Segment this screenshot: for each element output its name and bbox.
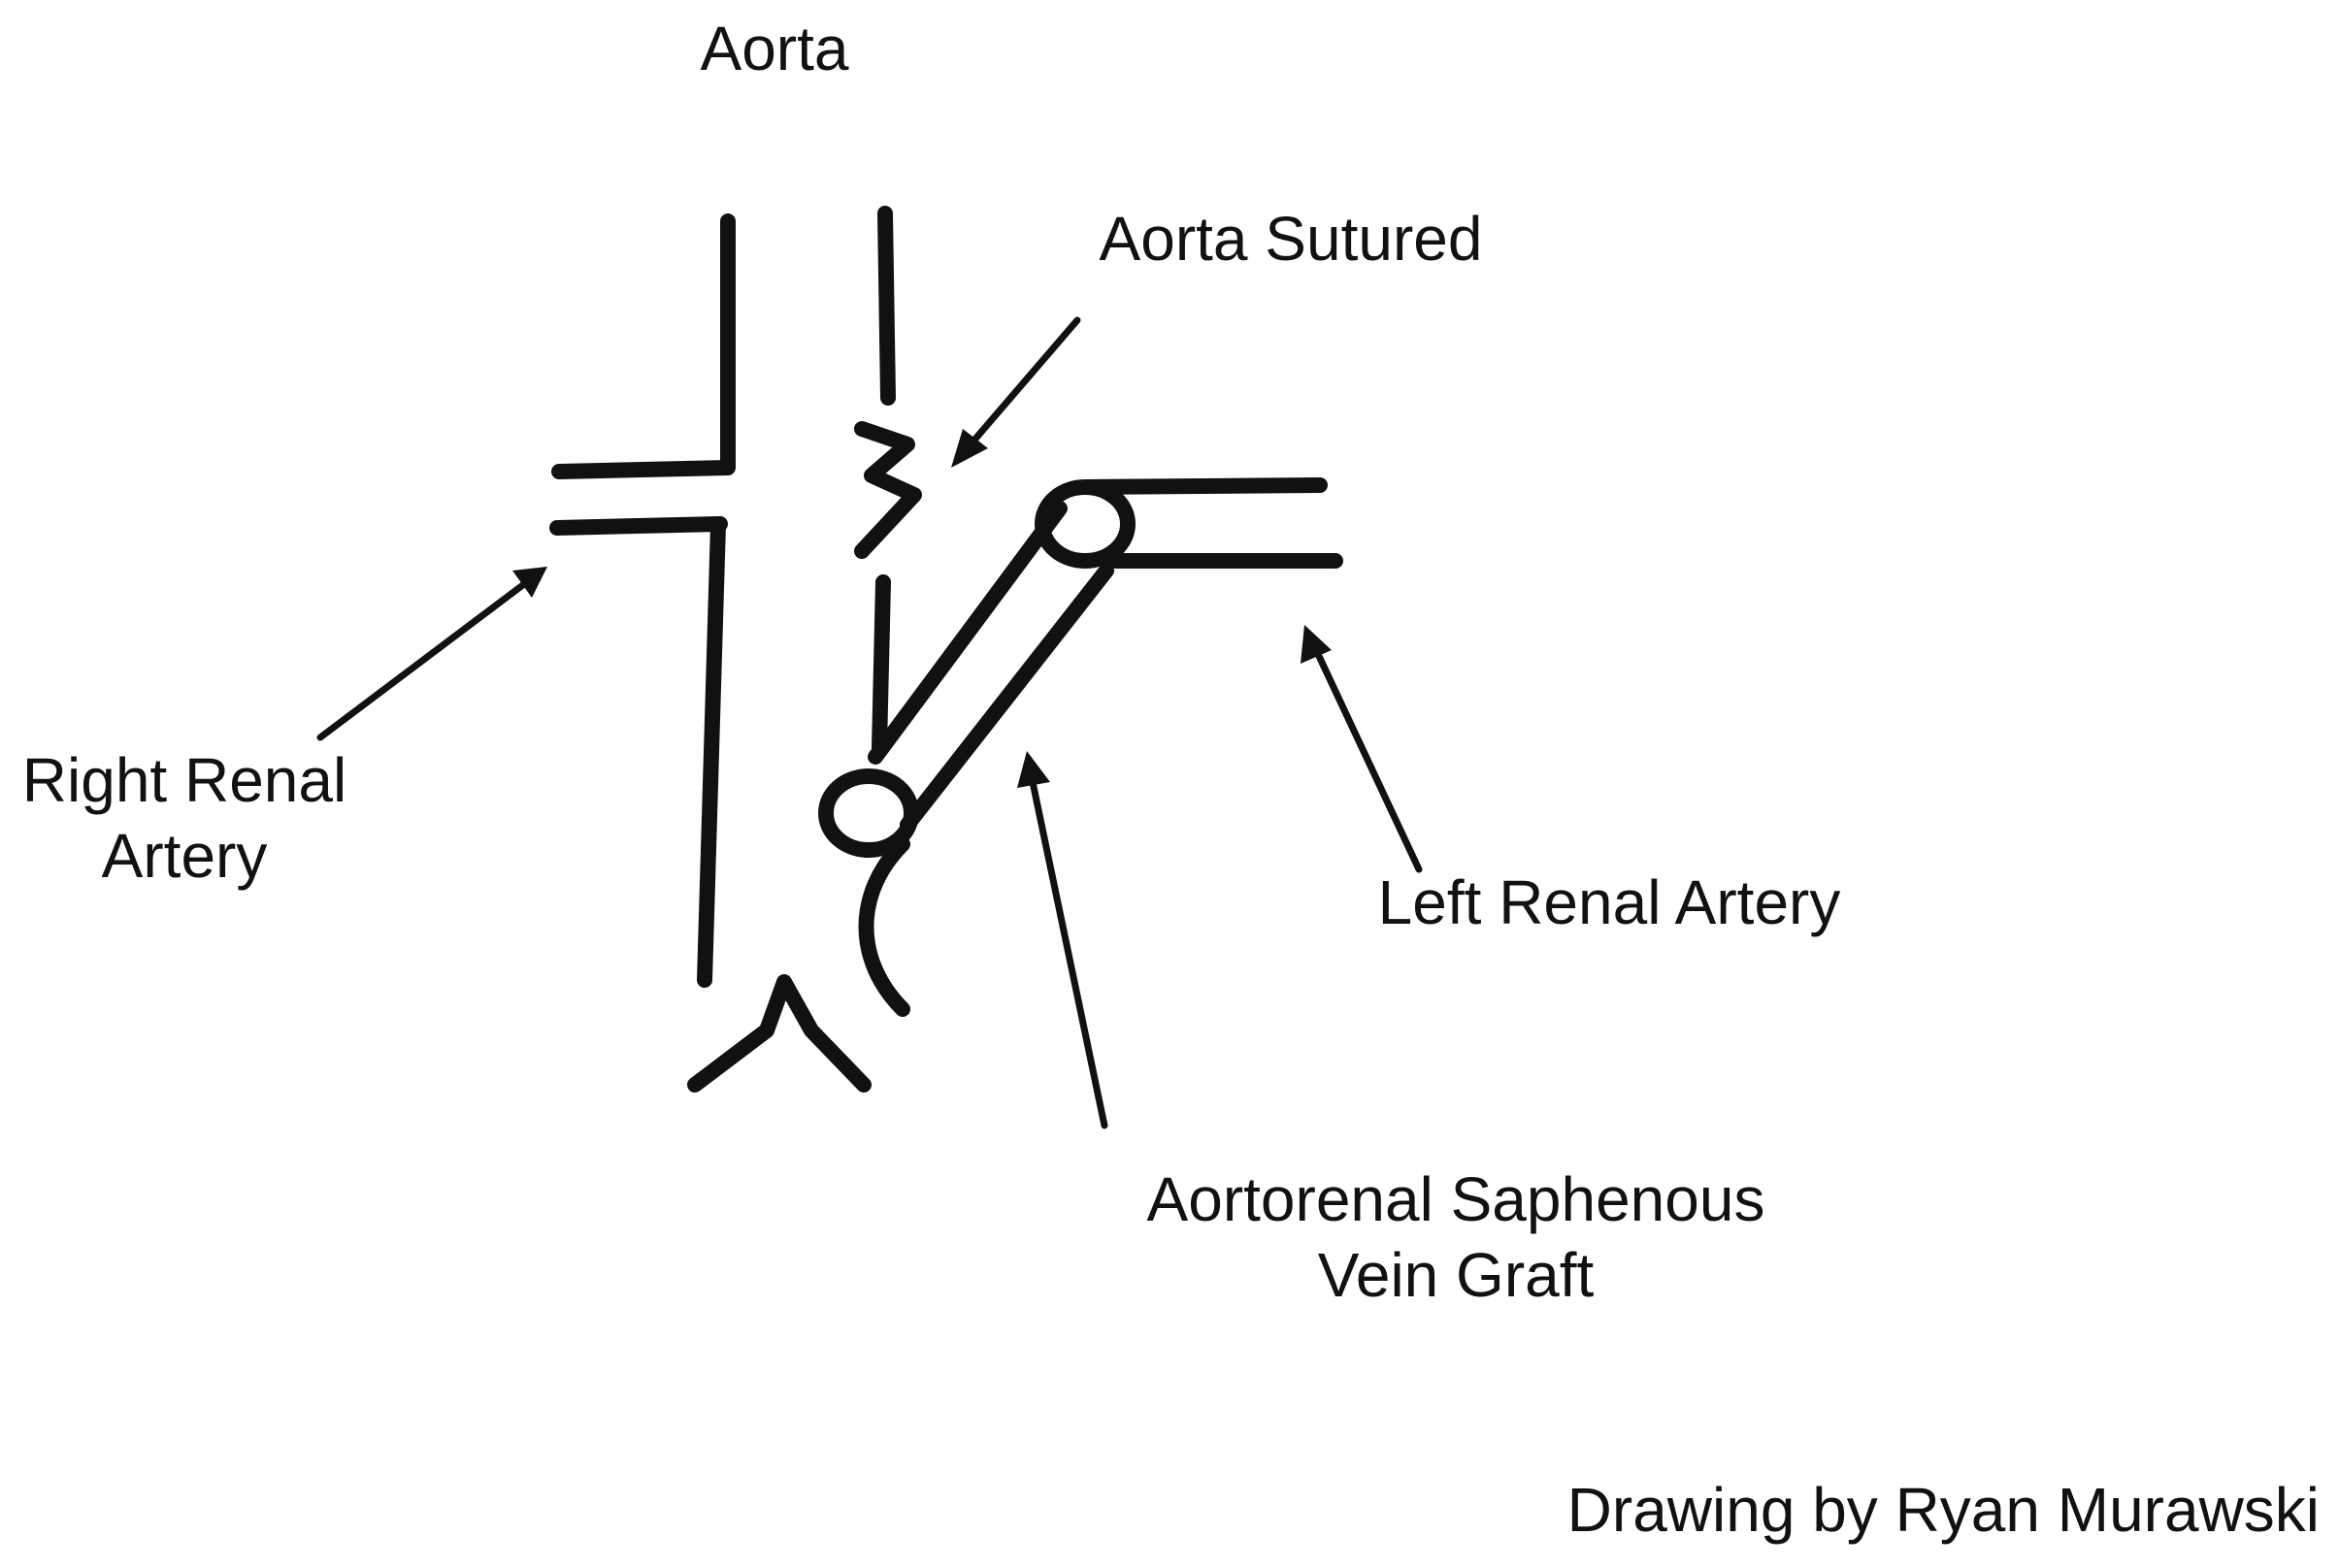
label-left-renal: Left Renal Artery <box>1378 867 1841 937</box>
iliac-bifurcation <box>687 974 872 1093</box>
arrow-left-renal <box>1301 625 1423 873</box>
graft-anastomosis-renal <box>1035 479 1136 569</box>
left-renal-artery <box>1079 477 1343 569</box>
arrow-vein-graft <box>1017 751 1108 1129</box>
aorta-vessel <box>697 206 922 1017</box>
aorta-suture-zigzag <box>854 421 922 559</box>
aorta-right-wall-curve <box>858 836 910 1017</box>
aorta-right-wall-upper <box>877 206 896 406</box>
drawing-credit: Drawing by Ryan Murawski <box>1567 1475 2320 1545</box>
label-right-renal-line1: Right Renal <box>22 745 346 815</box>
graft-anastomosis-aortic <box>818 768 919 858</box>
label-graft-line2: Vein Graft <box>1318 1240 1595 1310</box>
aorta-left-wall-lower <box>697 516 726 988</box>
arrow-aorta-sutured <box>951 316 1081 468</box>
arrow-right-renal <box>316 567 547 741</box>
vein-graft <box>818 479 1136 858</box>
right-renal-upper-wall <box>551 460 736 479</box>
label-aorta: Aorta <box>701 14 849 83</box>
label-right-renal-line2: Artery <box>102 821 268 891</box>
left-renal-upper-wall <box>1079 477 1328 495</box>
graft-upper-wall <box>868 501 1068 765</box>
graft-lower-wall <box>900 563 1114 833</box>
label-graft-line1: Aortorenal Saphenous <box>1147 1164 1765 1234</box>
aorta-right-wall-lower <box>872 574 891 755</box>
label-aorta-sutured: Aorta Sutured <box>1100 204 1483 274</box>
right-renal-lower-wall <box>549 516 728 536</box>
right-renal-artery <box>549 460 736 536</box>
